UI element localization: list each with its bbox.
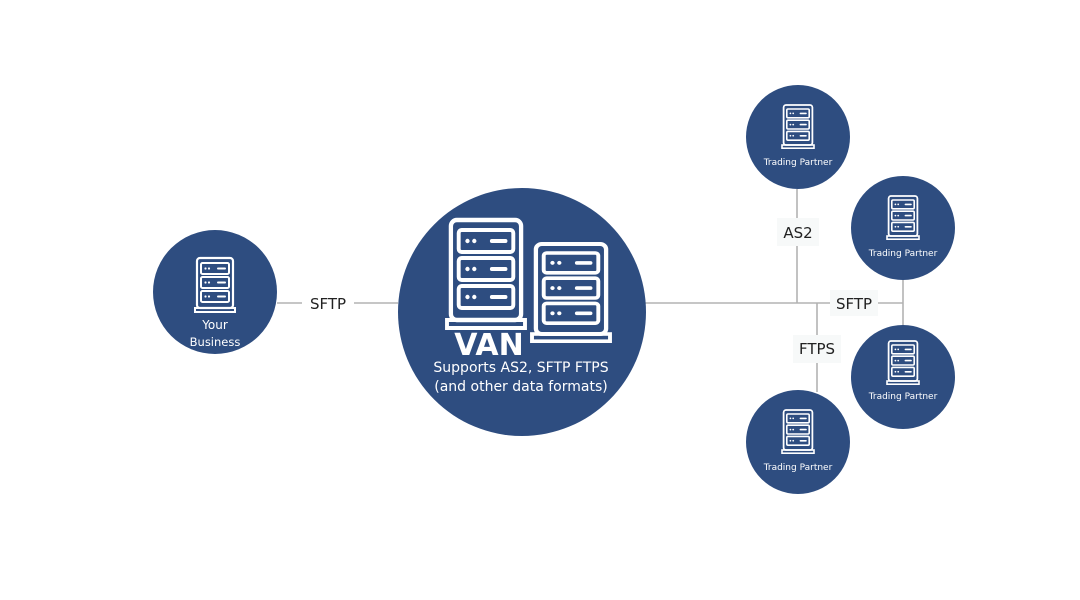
trading-partner-label: Trading Partner: [868, 249, 938, 259]
protocol-label-business: SFTP: [302, 290, 354, 316]
node-your-business[interactable]: Your Business: [153, 230, 277, 354]
node-van[interactable]: VAN Supports AS2, SFTP FTPS (and other d…: [398, 188, 646, 436]
protocol-label-as2: AS2: [777, 218, 819, 246]
protocol-label-sftp-right: SFTP: [830, 290, 878, 316]
trading-partner-label: Trading Partner: [868, 392, 938, 402]
your-business-label-line2: Business: [190, 335, 241, 349]
node-trading-partner-right-upper[interactable]: Trading Partner: [851, 176, 955, 280]
protocol-ftps: FTPS: [799, 340, 835, 358]
van-subtitle-line2: (and other data formats): [434, 379, 607, 395]
protocol-label-ftps: FTPS: [793, 335, 841, 363]
trading-partner-label: Trading Partner: [763, 463, 833, 473]
trading-partner-label: Trading Partner: [763, 158, 833, 168]
protocol-sftp-business: SFTP: [310, 295, 346, 313]
your-business-label-line1: Your: [201, 318, 228, 332]
node-trading-partner-bottom[interactable]: Trading Partner: [746, 390, 850, 494]
node-trading-partner-right-lower[interactable]: Trading Partner: [851, 325, 955, 429]
node-trading-partner-top[interactable]: Trading Partner: [746, 85, 850, 189]
protocol-sftp-partners: SFTP: [836, 295, 872, 313]
van-title: VAN: [454, 328, 524, 363]
protocol-as2: AS2: [783, 224, 812, 242]
van-subtitle-line1: Supports AS2, SFTP FTPS: [433, 360, 608, 376]
